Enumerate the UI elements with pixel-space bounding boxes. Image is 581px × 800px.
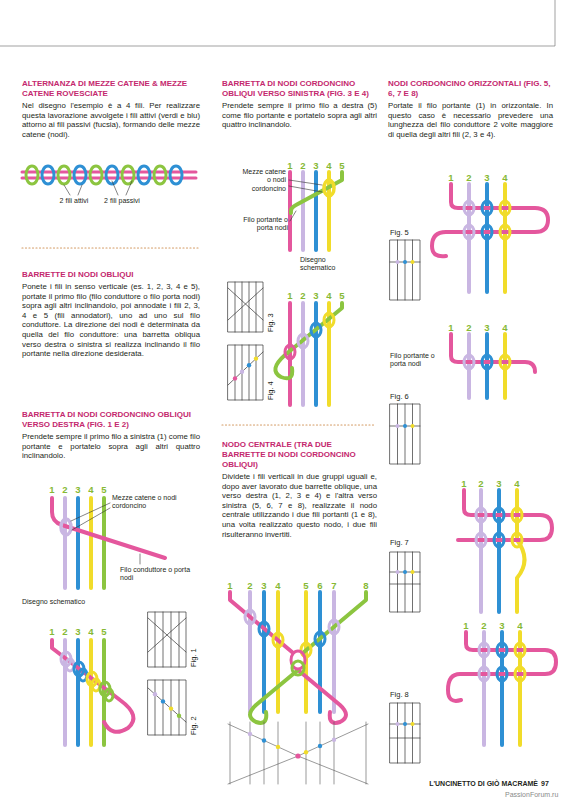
page-footer: 97 (541, 779, 561, 788)
thread-number: 2 (59, 484, 71, 495)
thread-number: 1 (458, 478, 470, 489)
thread-number: 3 (481, 322, 493, 333)
thread-number: 5 (336, 290, 348, 301)
figure-label: Fig. 7 (390, 538, 430, 547)
page-footer: L'UNCINETTO DI GIÒ MACRAMÈ (360, 779, 538, 788)
figure-label: Fig. 6 (390, 392, 430, 401)
thread-number: 3 (481, 172, 493, 183)
callout-label: 2 fili passivi (104, 197, 140, 205)
thread-number: 3 (310, 160, 322, 171)
callout-label: Mezze catene o nodi cordoncino (112, 494, 187, 511)
section-heading: BARRETTA DI NODI CORDONCINO OBLIQUI VERS… (222, 79, 377, 99)
thread-number: 5 (300, 580, 312, 591)
thread-number: 4 (499, 322, 511, 333)
callout-label: 2 fili attivi (58, 197, 90, 205)
thread-number: 2 (463, 322, 475, 333)
callout-label: Mezze catene o nodi cordoncino (242, 168, 286, 193)
body-text: Nel disegno l'esempio è a 4 fili. Per re… (22, 101, 200, 139)
thread-number: 4 (272, 580, 284, 591)
thread-number: 2 (297, 160, 309, 171)
thread-number: 8 (360, 580, 372, 591)
thread-number: 2 (244, 580, 256, 591)
thread-number: 5 (336, 160, 348, 171)
thread-number: 3 (310, 290, 322, 301)
thread-number: 3 (72, 626, 84, 637)
thread-number: 2 (463, 172, 475, 183)
thread-number: 1 (445, 322, 457, 333)
thread-number: 2 (59, 626, 71, 637)
section-heading: NODO CENTRALE (TRA DUE BARRETTE DI NODI … (222, 440, 377, 470)
callout-label: Filo conduttore o porta nodi (120, 566, 192, 583)
thread-number: 4 (511, 478, 523, 489)
figure-label: Fig. 2 (189, 705, 198, 735)
body-text: Prendete sempre il primo filo a sinistra… (22, 432, 200, 461)
body-text: Ponete i fili in senso verticale (es. 1,… (22, 282, 200, 359)
thread-number: 1 (46, 484, 58, 495)
thread-number: 4 (323, 160, 335, 171)
thread-number: 3 (258, 580, 270, 591)
thread-number: 4 (514, 620, 526, 631)
thread-number: 6 (314, 580, 326, 591)
thread-number: 1 (224, 580, 236, 591)
section-heading: ALTERNANZA DI MEZZE CATENE & MEZZE CATEN… (22, 79, 200, 99)
thread-number: 1 (445, 172, 457, 183)
body-text: Dividete i fili verticali in due gruppi … (222, 472, 377, 539)
thread-number: 2 (297, 290, 309, 301)
thread-number: 2 (475, 478, 487, 489)
callout-label: Filo portante o porta nodi (242, 216, 288, 233)
thread-number: 5 (98, 626, 110, 637)
thread-number: 4 (85, 626, 97, 637)
thread-number: 4 (499, 172, 511, 183)
section-heading: BARRETTA DI NODI CORDONCINO OBLIQUI VERS… (22, 410, 200, 430)
figure-label: Fig. 1 (189, 637, 198, 667)
thread-number: 1 (284, 290, 296, 301)
thread-number: 3 (72, 484, 84, 495)
body-text: Prendete sempre il primo filo a destra (… (222, 101, 377, 130)
thread-number: 1 (460, 620, 472, 631)
thread-number: 5 (98, 484, 110, 495)
figure-label: Fig. 8 (390, 690, 430, 699)
watermark: PassionForum.ru (505, 790, 575, 799)
figure-label: Fig. 3 (266, 302, 275, 332)
thread-number: 1 (46, 626, 58, 637)
thread-number: 4 (85, 484, 97, 495)
thread-number: 3 (496, 620, 508, 631)
section-heading: NODI CORDONCINO ORIZZONTALI (FIG. 5, 6, … (388, 79, 553, 99)
body-text: Portate il filo portante (1) in orizzont… (388, 101, 553, 139)
callout-label: Disegno schematico (300, 256, 360, 273)
thread-number: 3 (493, 478, 505, 489)
thread-number: 7 (328, 580, 340, 591)
figure-label: Fig. 4 (266, 370, 275, 400)
thread-number: 2 (478, 620, 490, 631)
section-heading: BARRETTE DI NODI OBLIQUI (22, 270, 200, 280)
callout-label: Disegno schematico (22, 598, 102, 606)
figure-label: Fig. 5 (390, 228, 430, 237)
callout-label: Filo portante o porta nodi (390, 352, 440, 369)
thread-number: 4 (323, 290, 335, 301)
